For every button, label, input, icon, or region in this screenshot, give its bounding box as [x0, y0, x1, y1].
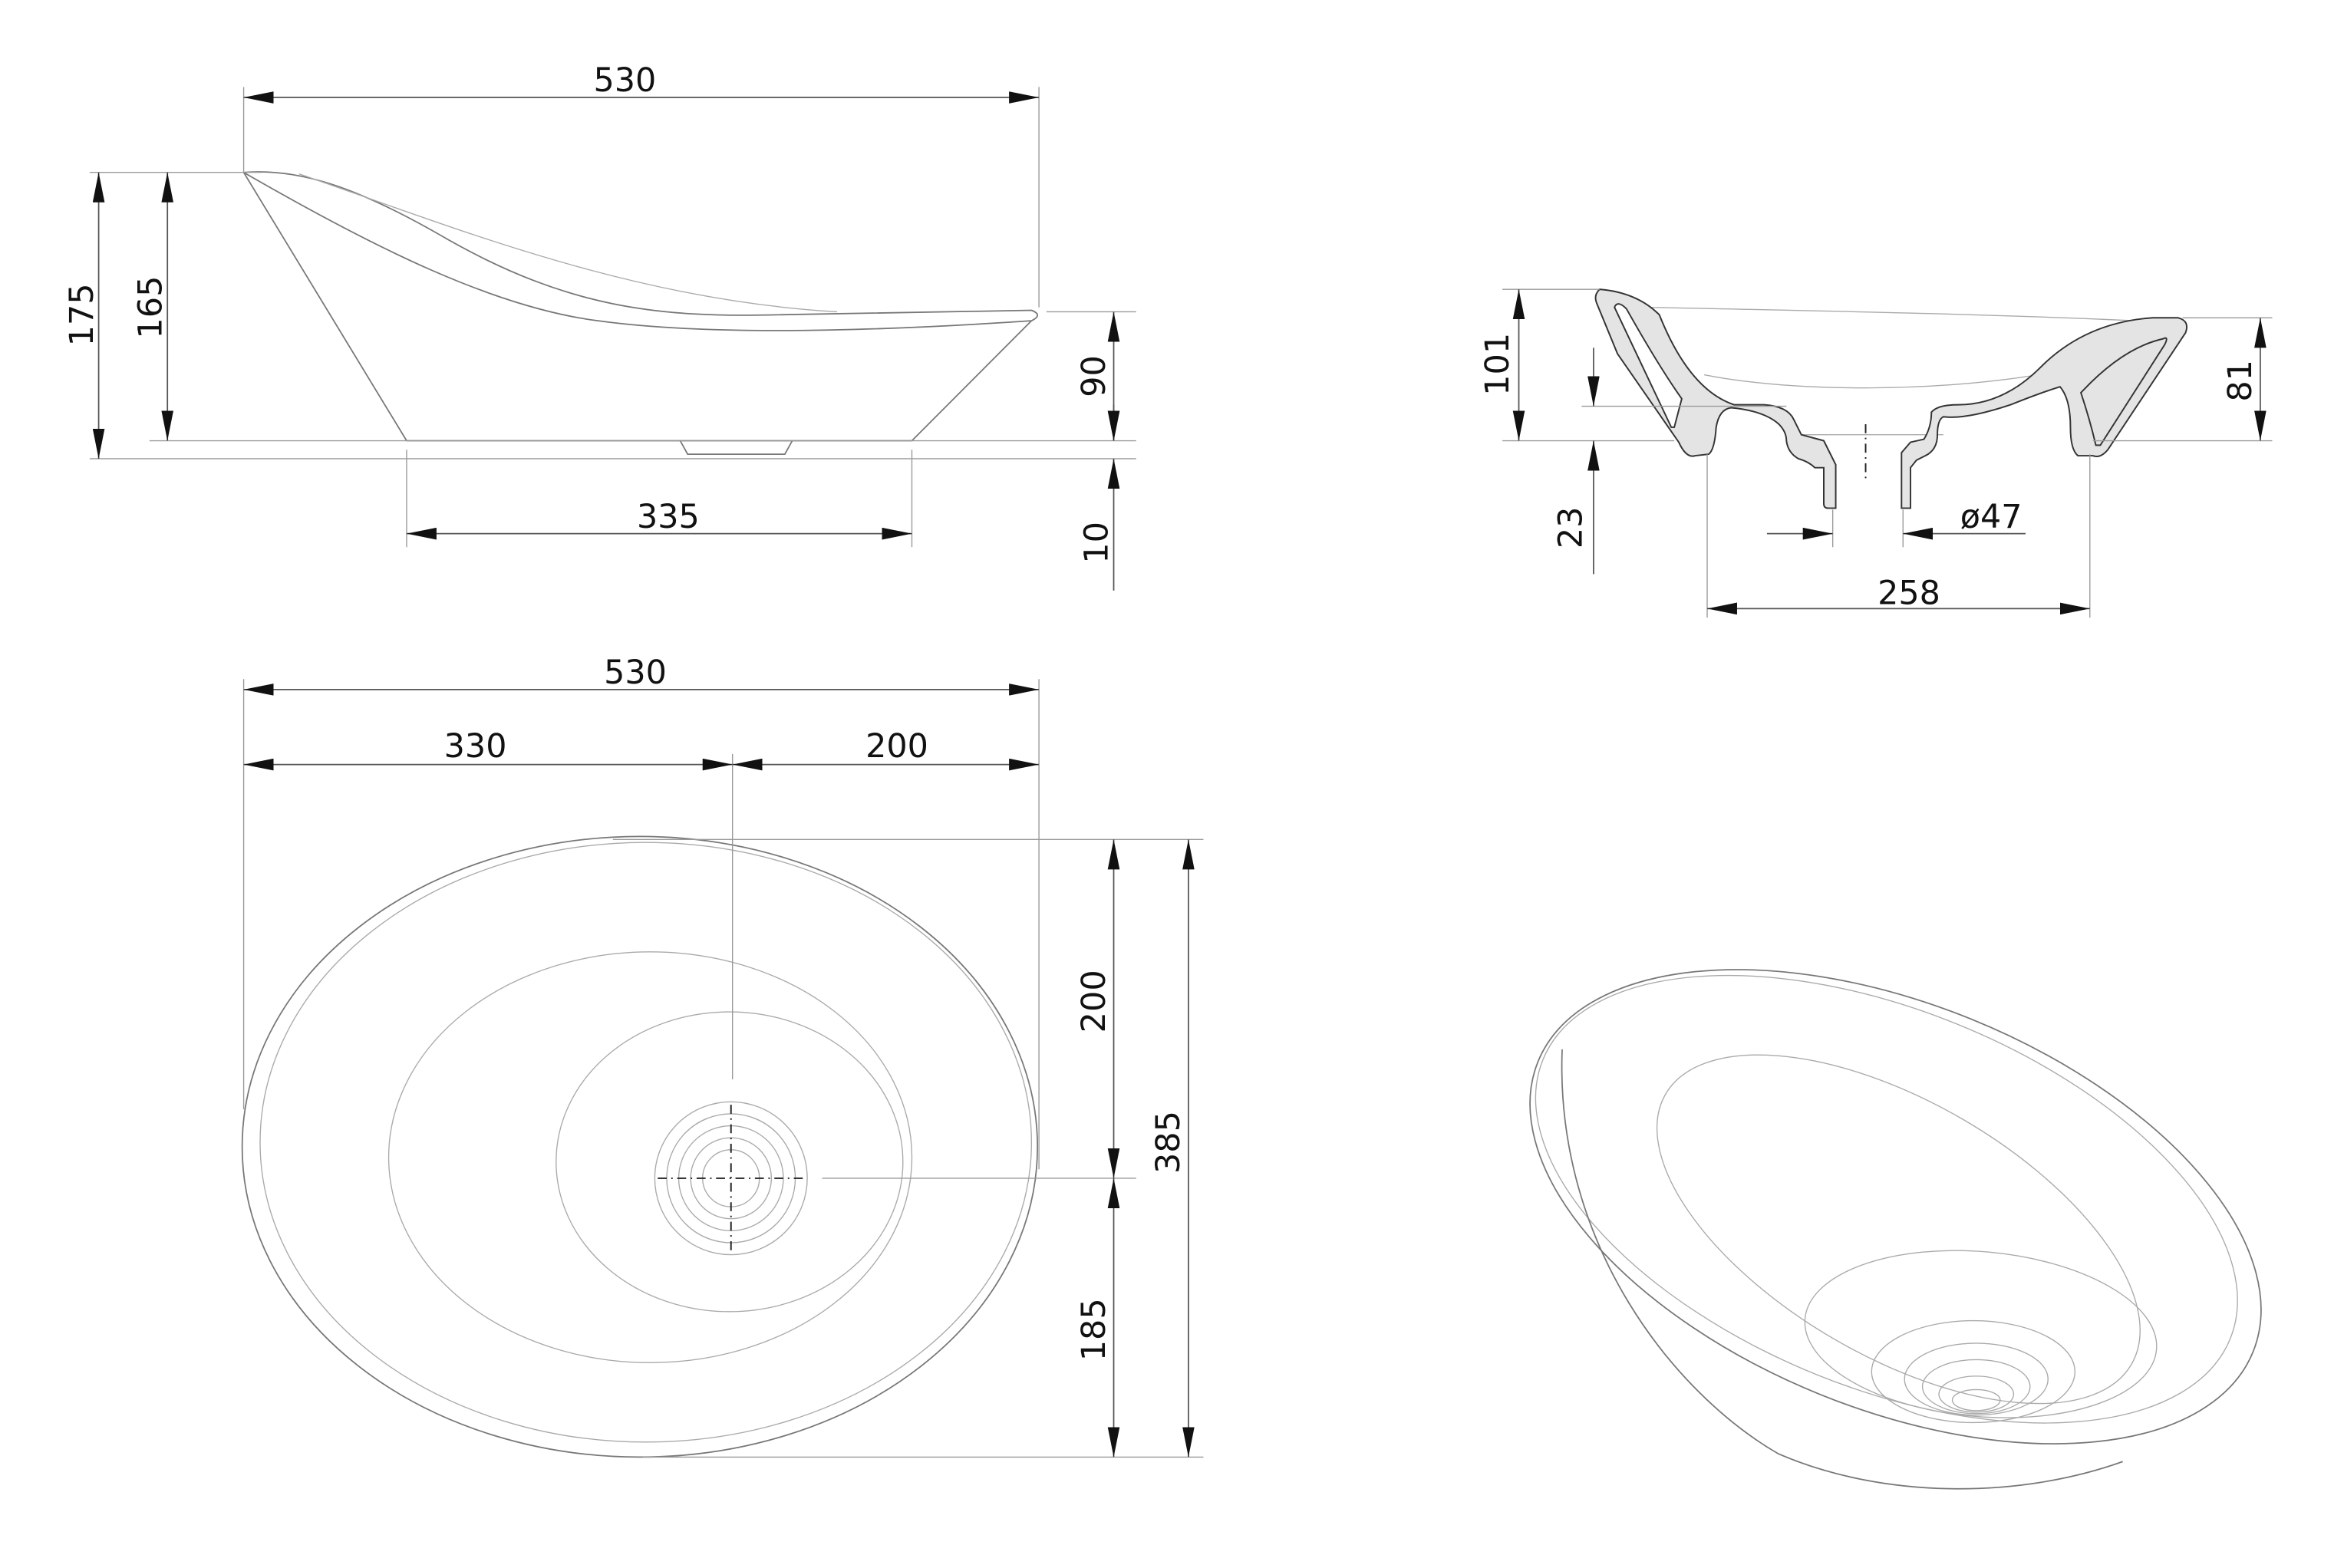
dim-label: 10	[1078, 522, 1116, 564]
section-left	[1594, 288, 1837, 509]
side-view: 530 175 165 90 10 335	[63, 61, 1136, 591]
dim-label: 23	[1551, 507, 1590, 549]
dim-section-drain-diameter: ø47	[1766, 498, 2026, 540]
dim-label: 330	[444, 727, 507, 766]
dim-side-rim-right: 90	[1075, 311, 1120, 441]
dim-top-depth-top: 200	[1075, 839, 1120, 1178]
dim-section-base: 258	[1707, 574, 2090, 615]
dim-section-height-right: 81	[2221, 318, 2267, 441]
top-view: 530 330 200 200 185 385	[241, 654, 1204, 1458]
dim-label: 200	[1075, 970, 1113, 1033]
dim-label: 101	[1479, 333, 1517, 396]
section-view: 101 81 23 ø47 258	[1479, 288, 2273, 618]
dim-label: ø47	[1960, 498, 2023, 536]
dim-top-width-left: 330	[243, 727, 733, 771]
dim-section-drain-depth: 23	[1551, 348, 1600, 575]
dim-top-width-right: 200	[732, 727, 1040, 771]
dim-label: 258	[1878, 574, 1940, 612]
dim-label: 90	[1075, 355, 1113, 397]
dim-label: 335	[637, 498, 700, 536]
dim-side-width: 530	[243, 61, 1040, 104]
dim-top-depth-total: 385	[1149, 839, 1195, 1458]
dim-label: 530	[604, 654, 667, 692]
dim-side-height-total: 175	[63, 172, 105, 459]
dim-top-width-total: 530	[243, 654, 1040, 696]
dim-label: 165	[131, 276, 170, 339]
dim-label: 185	[1075, 1298, 1113, 1361]
dim-label: 81	[2221, 360, 2260, 402]
dim-side-height-bowl: 165	[131, 172, 174, 441]
isometric-view	[1529, 969, 2262, 1490]
dim-side-base: 335	[406, 498, 912, 540]
dim-section-height-left: 101	[1479, 289, 1525, 441]
dim-label: 175	[63, 283, 101, 346]
dim-label: 200	[865, 727, 928, 766]
section-right	[1901, 317, 2188, 509]
side-basin-outline	[241, 171, 1038, 455]
dim-side-foot: 10	[1078, 404, 1120, 591]
dim-label: 385	[1149, 1111, 1188, 1174]
dim-top-depth-bottom: 185	[1075, 1178, 1120, 1458]
dim-label: 530	[594, 61, 657, 100]
